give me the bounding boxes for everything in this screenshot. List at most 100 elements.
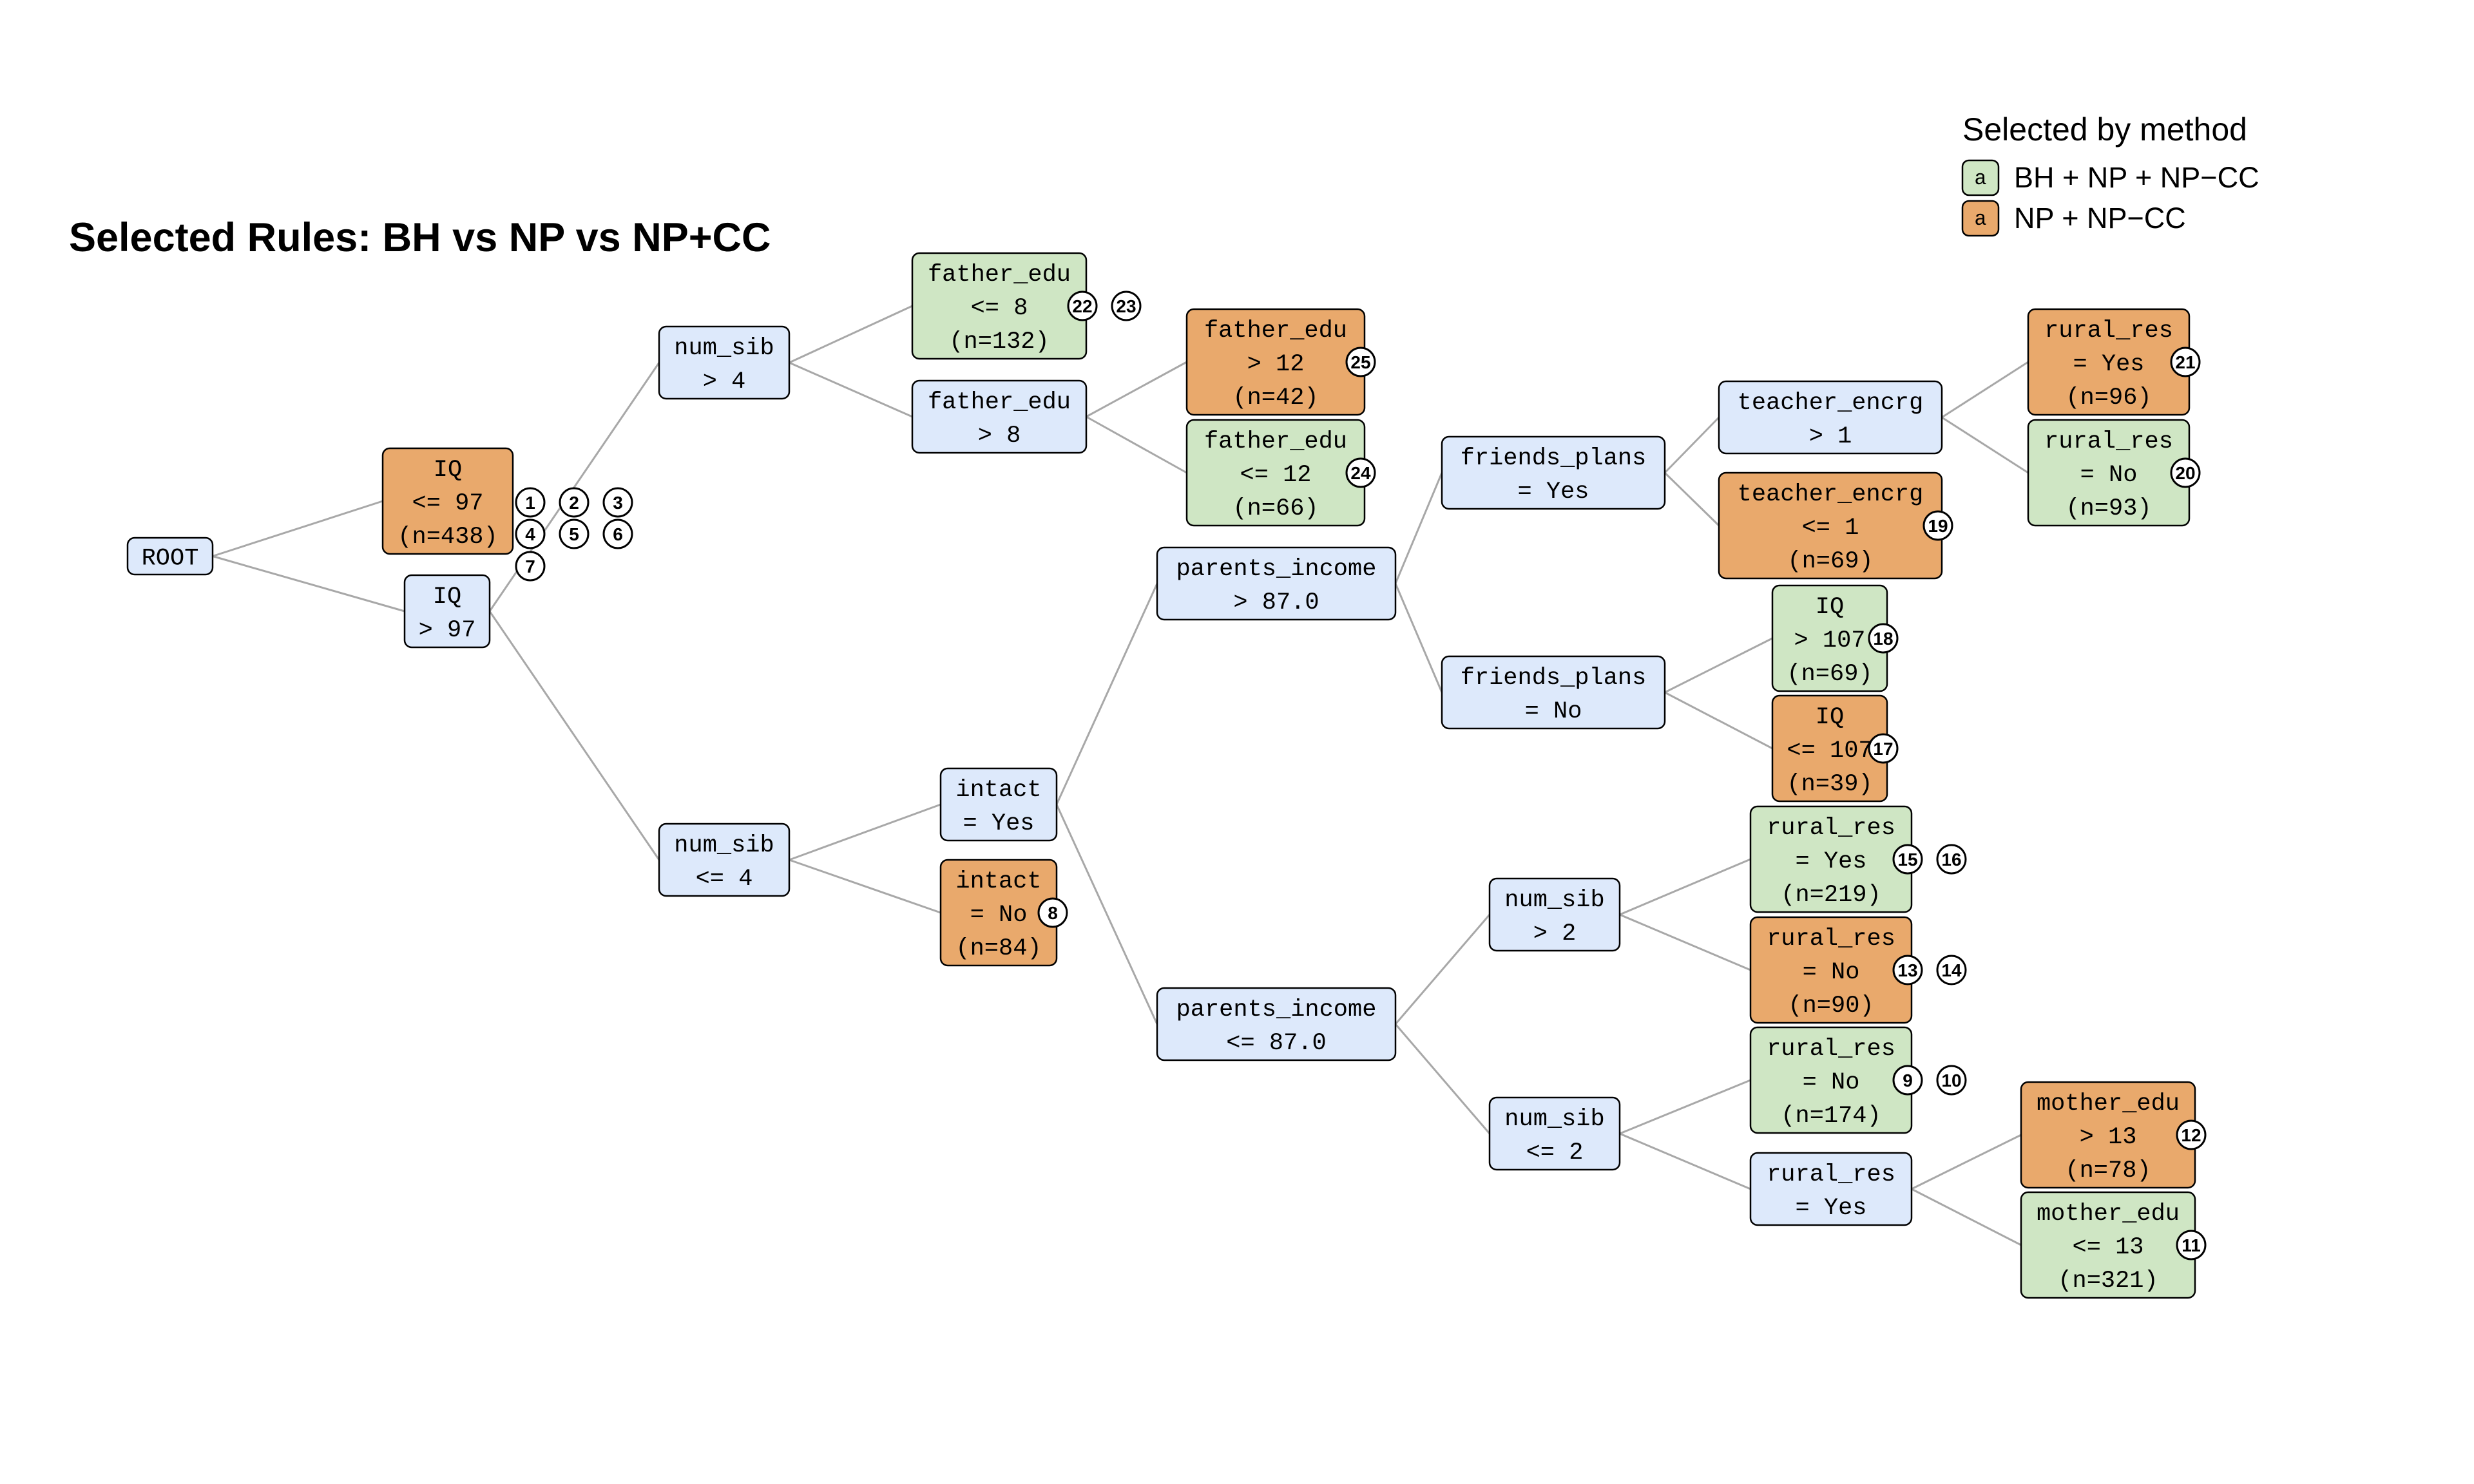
edge-fe_gt8-to-fe_le12	[1086, 415, 1187, 474]
edge-ns_gt2-to-rr_no_13	[1619, 913, 1751, 971]
badge-circle	[602, 487, 633, 518]
node-box	[939, 767, 1058, 842]
tree-node-root: ROOT	[126, 537, 214, 576]
badge-circle	[1111, 290, 1142, 321]
node-label-line: (n=132)	[949, 328, 1049, 356]
badge-circle	[1936, 955, 1967, 985]
node-label-line: (n=93)	[2066, 495, 2151, 522]
node-label-line: = No	[1803, 1069, 1860, 1096]
tree-node-te_le1: teacher_encrg<= 1(n=69)19	[1718, 471, 1953, 580]
edge-ns_gt4-to-fe_le8	[789, 305, 913, 364]
edge-ns_le4-to-intact_no	[789, 859, 941, 914]
node-label-line: rural_res	[2044, 428, 2173, 455]
badge-number: 24	[1350, 463, 1371, 483]
node-box	[126, 537, 214, 576]
node-label-line: parents_income	[1176, 556, 1377, 583]
node-label-line: <= 13	[2072, 1234, 2143, 1261]
node-label-line: = No	[1525, 698, 1582, 725]
tree-node-iq_le107: IQ<= 107(n=39)17	[1771, 694, 1899, 803]
node-label-line: <= 4	[696, 866, 753, 893]
node-label-line: rural_res	[2044, 318, 2173, 345]
badge-number: 13	[1897, 960, 1917, 980]
badge-number: 4	[525, 524, 535, 544]
badge-number: 19	[1928, 516, 1948, 536]
rule-number-badge: 2	[559, 487, 590, 518]
badge-circle	[1868, 623, 1899, 654]
tree-node-rr_yes_21: rural_res= Yes(n=96)21	[2027, 308, 2201, 416]
badge-circle	[2170, 347, 2201, 377]
tree-node-iq_gt97: IQ> 97	[403, 574, 491, 649]
badge-number: 18	[1873, 629, 1893, 649]
edge-ns_le2-to-rr_yes_b	[1619, 1132, 1751, 1190]
badge-circle	[1936, 844, 1967, 875]
node-label-line: rural_res	[1767, 1036, 1895, 1063]
tree-node-te_gt1: teacher_encrg> 1	[1718, 380, 1943, 455]
legend-item-orange: a NP + NP−CC	[1961, 200, 2186, 237]
badge-number: 17	[1873, 739, 1893, 759]
tree-node-ns_le4: num_sib<= 4	[658, 823, 791, 897]
node-label-line: (n=42)	[1232, 385, 1318, 412]
node-label-line: = Yes	[1795, 1195, 1866, 1222]
rule-number-badge: 20	[2170, 457, 2201, 488]
rule-number-badge: 18	[1868, 623, 1899, 654]
badge-circle	[1868, 733, 1899, 764]
badge-number: 7	[525, 556, 535, 576]
tree-node-fe_gt12: father_edu> 12(n=42)25	[1185, 308, 1376, 416]
node-label-line: (n=321)	[2058, 1268, 2158, 1295]
rule-number-badge: 10	[1936, 1065, 1967, 1096]
edge-rr_yes_b-to-me_le13	[1911, 1188, 2022, 1246]
tree-node-pi_gt87: parents_income> 87.0	[1156, 546, 1397, 621]
node-label-line: (n=90)	[1788, 993, 1874, 1020]
edge-te_gt1-to-rr_no_20	[1941, 416, 2029, 474]
badge-number: 20	[2175, 463, 2195, 483]
badge-number: 14	[1941, 960, 1962, 980]
node-label-line: > 12	[1247, 351, 1305, 378]
legend-label-orange: NP + NP−CC	[2014, 202, 2186, 234]
rule-number-badge: 19	[1923, 510, 1953, 541]
legend-swatch-green	[1961, 159, 2000, 196]
rule-number-badge: 14	[1936, 955, 1967, 985]
node-label-line: = Yes	[1517, 479, 1589, 506]
node-label-line: <= 87.0	[1226, 1030, 1326, 1057]
rule-number-badge: 22	[1067, 290, 1098, 321]
tree-node-intact_no: intact= No(n=84)8	[939, 859, 1068, 967]
node-label-line: mother_edu	[2037, 1201, 2180, 1228]
node-label-line: (n=78)	[2065, 1157, 2151, 1184]
rule-number-badge: 9	[1892, 1065, 1923, 1096]
badge-circle	[559, 518, 590, 549]
node-label-line: (n=96)	[2066, 385, 2151, 412]
node-label-line: <= 12	[1240, 462, 1311, 489]
edge-ns_gt2-to-rr_yes_15	[1619, 858, 1751, 916]
node-label-line: parents_income	[1176, 996, 1377, 1023]
badge-circle	[1892, 955, 1923, 985]
badge-circle	[1345, 457, 1376, 488]
edge-iq_gt97-to-ns_gt4	[488, 362, 660, 612]
legend-swatch-letter: a	[1974, 207, 1986, 231]
node-label-line: teacher_encrg	[1738, 481, 1924, 508]
node-box	[1488, 877, 1621, 952]
node-label-line: friends_plans	[1461, 665, 1647, 692]
tree-node-fp_no: friends_plans = No	[1441, 655, 1666, 730]
badge-number: 11	[2182, 1235, 2201, 1255]
legend-swatch-orange	[1961, 200, 2000, 237]
node-label-line: intact	[955, 777, 1041, 804]
node-label-line: > 1	[1809, 423, 1852, 450]
node-box	[403, 574, 491, 649]
rule-number-badge: 23	[1111, 290, 1142, 321]
legend-swatch-letter: a	[1974, 167, 1986, 191]
edge-ns_gt4-to-fe_gt8	[789, 361, 913, 418]
node-label-line: > 107	[1794, 627, 1865, 654]
node-label-line: intact	[955, 868, 1041, 895]
edge-intact_yes-to-pi_gt87	[1055, 583, 1158, 805]
edge-fp_no-to-iq_gt107	[1664, 637, 1773, 694]
edge-pi_gt87-to-fp_yes	[1394, 472, 1443, 584]
rule-number-badge: 7	[515, 551, 546, 582]
node-box	[1441, 435, 1666, 510]
edges-layer	[212, 305, 2029, 1246]
node-label-line: num_sib	[1504, 1106, 1604, 1133]
node-label-line: = No	[1803, 959, 1860, 986]
badge-number: 12	[2181, 1125, 2201, 1145]
node-label-line: mother_edu	[2037, 1090, 2180, 1118]
badge-circle	[1892, 844, 1923, 875]
